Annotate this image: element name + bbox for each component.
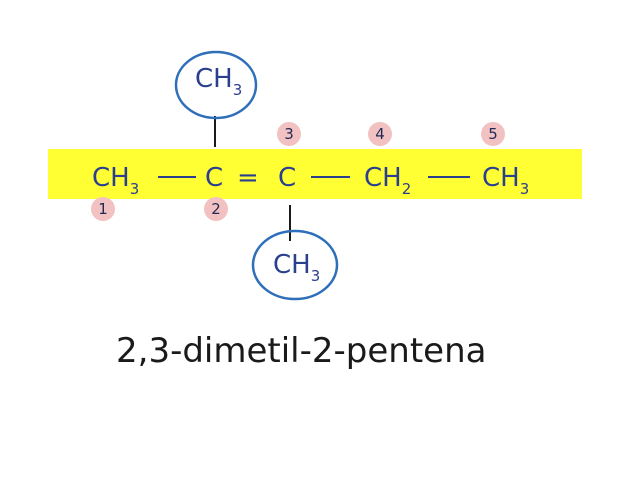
carbon-number-badge-4: 4 [368,122,392,146]
carbon-1-group: CH3 [92,163,139,198]
carbon-number-badge-1: 1 [91,197,115,221]
top-branch-circle [174,50,258,120]
double-bond: = [237,163,259,193]
carbon-4-group: CH2 [364,163,411,198]
compound-name: 2,3-dimetil-2-pentena [116,331,486,371]
svg-text:2: 2 [211,200,221,218]
main-chain-highlight [48,149,582,199]
bottom-methyl-group: CH3 [273,250,320,285]
carbon-number-badge-2: 2 [204,197,228,221]
carbon-3-group: C [278,163,296,193]
carbon-number-badge-3: 3 [277,122,301,146]
svg-text:4: 4 [375,125,385,143]
carbon-number-badge-5: 5 [481,122,505,146]
carbon-5-group: CH3 [482,163,529,198]
top-methyl-group: CH3 [195,64,242,99]
carbon-2-group: C [205,163,223,193]
svg-text:3: 3 [284,125,294,143]
svg-text:1: 1 [98,200,108,218]
svg-text:5: 5 [488,125,498,143]
bottom-branch-circle [251,229,339,301]
